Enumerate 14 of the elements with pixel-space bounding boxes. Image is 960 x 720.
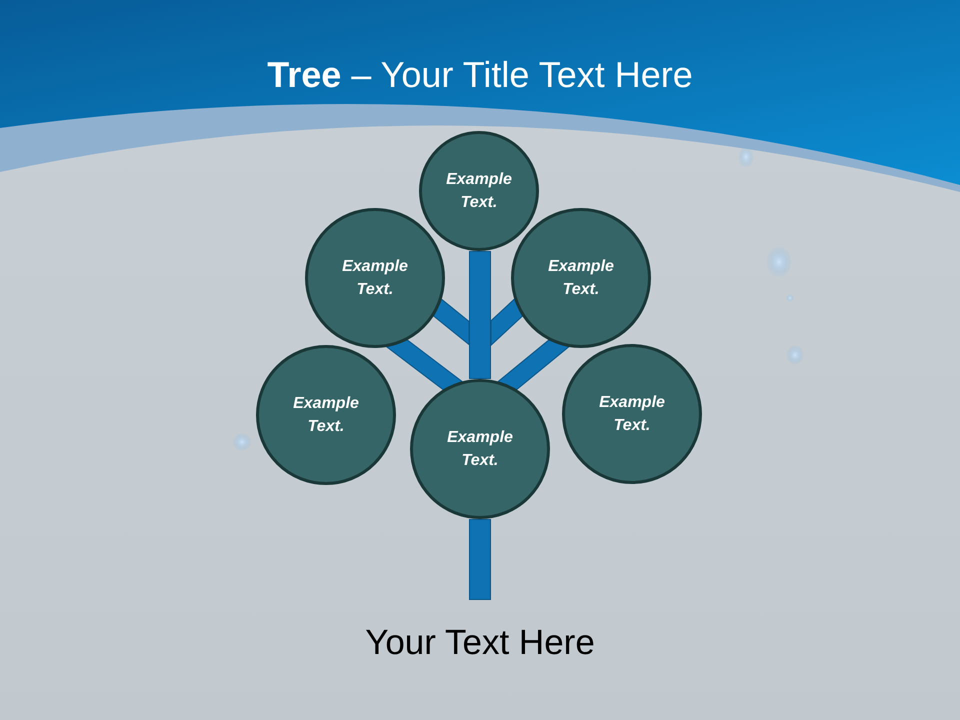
node-label: Example Text. [342,257,408,300]
slide-title: Tree – Your Title Text Here [267,54,693,95]
caption-text: Your Text Here [365,623,595,662]
node-label: Example Text. [293,394,359,437]
tree-trunk [469,251,491,379]
node-label: Example Text. [599,393,665,436]
tree-branch [497,340,570,390]
node-label: Example Text. [447,428,513,471]
node-label: Example Text. [446,170,512,213]
tree-trunk [469,519,491,600]
tree-branch [433,298,470,346]
tree-branch [490,298,523,346]
tree-branch [386,339,463,390]
node-label: Example Text. [548,257,614,300]
